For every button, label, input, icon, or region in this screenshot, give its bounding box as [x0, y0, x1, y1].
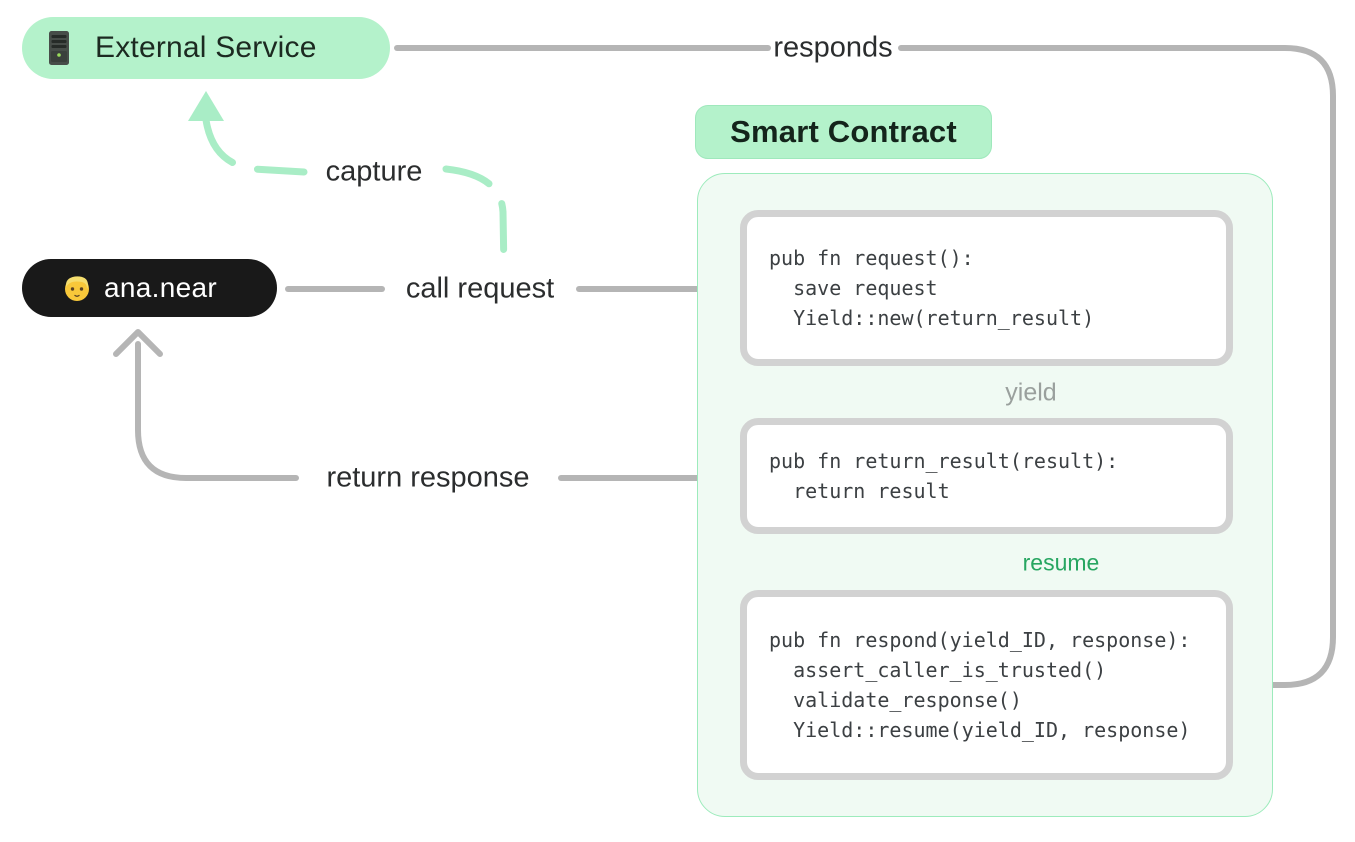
- code-line: Yield::resume(yield_ID, response): [769, 718, 1191, 742]
- return-response-arrowhead-icon: [113, 329, 163, 357]
- server-icon: [49, 31, 69, 65]
- code-line: save request: [769, 276, 938, 300]
- external-service-label: External Service: [95, 31, 317, 64]
- smart-contract-title: Smart Contract: [695, 105, 992, 159]
- person-emoji-icon: [65, 276, 89, 301]
- code-line: pub fn request():: [769, 246, 974, 270]
- code-line: Yield::new(return_result): [769, 306, 1095, 330]
- code-block-request: pub fn request(): save request Yield::ne…: [740, 210, 1233, 366]
- resume-label: resume: [1022, 549, 1100, 576]
- user-node: ana.near: [22, 259, 277, 317]
- user-label: ana.near: [104, 272, 217, 303]
- return-response-label: return response: [326, 461, 530, 494]
- capture-dashed-left: [202, 116, 308, 176]
- responds-label: responds: [773, 31, 893, 64]
- capture-arrowhead-icon: [188, 91, 224, 121]
- responds-line-right: [898, 45, 1336, 688]
- call-request-label: call request: [405, 272, 555, 305]
- return-response-line-left: [135, 341, 299, 481]
- code-line: return result: [769, 479, 950, 503]
- code-block-return-result: pub fn return_result(result): return res…: [740, 418, 1233, 534]
- code-block-respond: pub fn respond(yield_ID, response): asse…: [740, 590, 1233, 780]
- external-service-node: External Service: [22, 17, 390, 79]
- yield-label: yield: [1005, 378, 1057, 407]
- code-line: assert_caller_is_trusted(): [769, 658, 1107, 682]
- code-line: pub fn return_result(result):: [769, 449, 1119, 473]
- smart-contract-title-label: Smart Contract: [730, 114, 957, 149]
- code-line: validate_response(): [769, 688, 1022, 712]
- capture-label: capture: [325, 155, 423, 188]
- code-line: pub fn respond(yield_ID, response):: [769, 628, 1191, 652]
- capture-dashed-right: [442, 165, 508, 276]
